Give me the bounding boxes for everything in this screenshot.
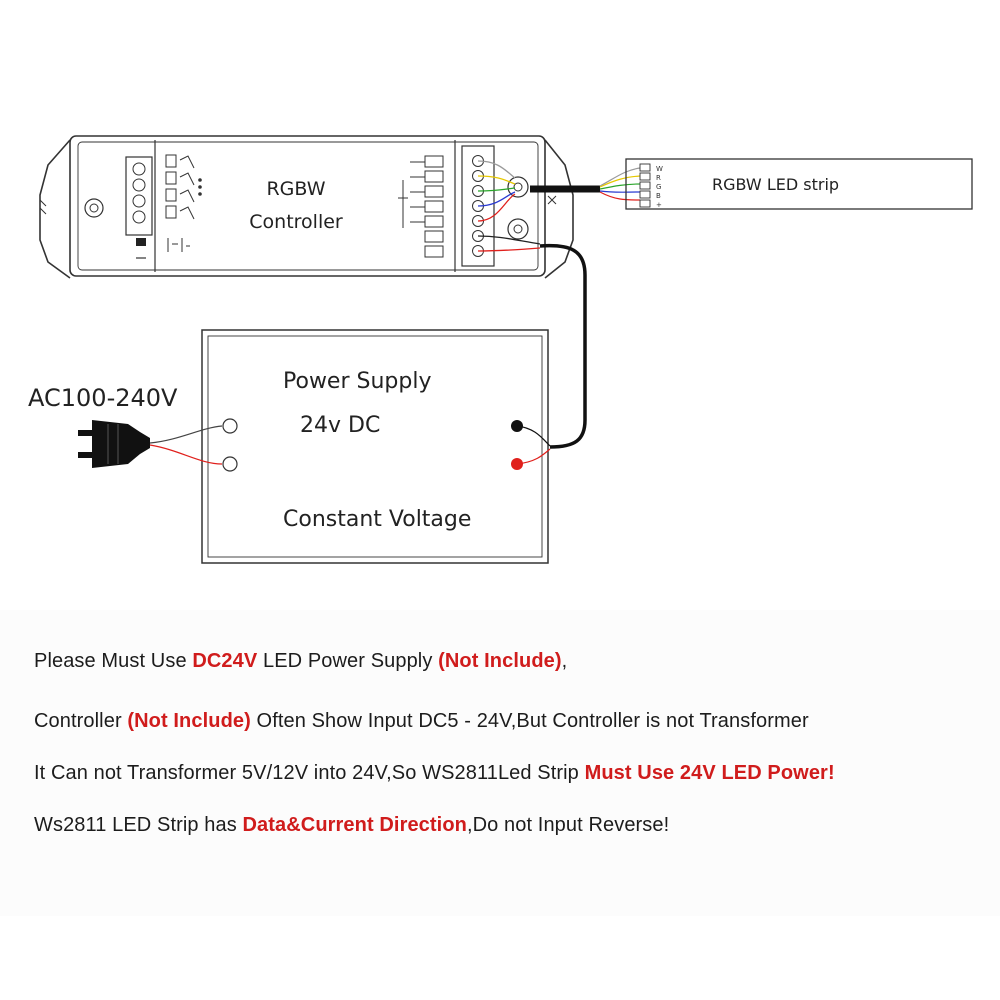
- note-text: Often Show Input DC5 - 24V,But Controlle…: [250, 710, 809, 732]
- ac-input-wires: [149, 425, 223, 465]
- dc-power-cable: [539, 243, 587, 449]
- psu-label-line2: 24v DC: [300, 413, 380, 438]
- strip-lead-wires: [599, 167, 641, 201]
- note-highlight: (Not Include): [438, 650, 562, 672]
- note-text: It Can not Transformer 5V/12V into 24V,S…: [34, 762, 585, 784]
- psu-label-line3: Constant Voltage: [283, 507, 471, 532]
- note-line-4: Ws2811 LED Strip has Data&Current Direct…: [34, 814, 669, 837]
- wiring-diagram: RGBW Controller W R G B + RGBW LED strip: [28, 135, 973, 564]
- power-supply-unit: [201, 329, 549, 564]
- note-line-2: Controller (Not Include) Often Show Inpu…: [34, 710, 809, 733]
- controller-unit: [39, 135, 574, 279]
- led-strip-label: RGBW LED strip: [712, 175, 839, 194]
- controller-label-line2: Controller: [249, 211, 343, 233]
- ac-plug-icon: [78, 420, 150, 468]
- note-text: ,Do not Input Reverse!: [466, 814, 670, 836]
- note-text: Please Must Use: [34, 650, 193, 672]
- led-strip: [625, 158, 973, 210]
- notes-panel: Please Must Use DC24V LED Power Supply (…: [0, 610, 1000, 916]
- note-highlight: Must Use 24V LED Power!: [584, 762, 835, 784]
- note-text: LED Power Supply: [257, 650, 439, 672]
- controller-label-line1: RGBW: [266, 178, 325, 200]
- led-strip-pin-labels: W R G B +: [656, 165, 663, 209]
- pin-label-b: B: [656, 192, 661, 200]
- note-text: Ws2811 LED Strip has: [34, 814, 243, 836]
- psu-label-line1: Power Supply: [283, 369, 431, 394]
- note-highlight: Data&Current Direction: [242, 814, 467, 836]
- ac-input-label: AC100-240V: [28, 384, 178, 412]
- pin-label-r: R: [656, 174, 661, 182]
- output-wires: [477, 160, 541, 252]
- note-text: ,: [561, 650, 568, 672]
- pin-label-g: G: [656, 183, 661, 191]
- note-highlight: (Not Include): [127, 710, 251, 732]
- psu-output-wires: [516, 425, 551, 465]
- note-highlight: DC24V: [192, 650, 258, 672]
- note-line-1: Please Must Use DC24V LED Power Supply (…: [34, 650, 567, 673]
- note-text: Controller: [34, 710, 128, 732]
- note-line-3: It Can not Transformer 5V/12V into 24V,S…: [34, 762, 835, 785]
- pin-label-w: W: [656, 165, 663, 173]
- pin-label-plus: +: [656, 201, 662, 209]
